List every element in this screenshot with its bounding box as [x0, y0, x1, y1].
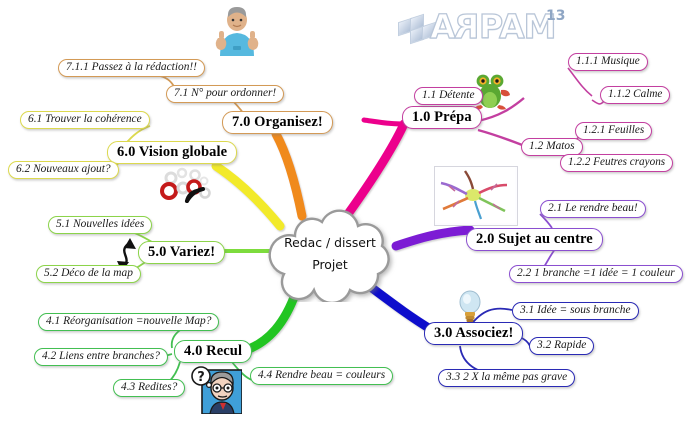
central-topic-cloud[interactable]: Redac / dissert Projet	[262, 206, 398, 302]
loop-arrow-5	[123, 243, 129, 267]
central-topic-line1: Redac / dissert	[284, 235, 376, 251]
branch-curve-2	[391, 225, 475, 251]
node-7-1-numero-pour-ordonner[interactable]: 7.1 N° pour ordonner!	[166, 85, 285, 103]
node-2-2-une-branche[interactable]: 2.2 1 branche =1 idée = 1 couleur	[509, 265, 683, 283]
node-4-0-recul[interactable]: 4.0 Recul	[174, 340, 253, 364]
logo-superscript-13: 13	[546, 8, 566, 24]
node-4-1-reorganisation[interactable]: 4.1 Réorganisation =nouvelle Map?	[38, 313, 220, 331]
node-4-3-redites[interactable]: 4.3 Redites?	[113, 379, 186, 397]
node-1-2-matos[interactable]: 1.2 Matos	[521, 138, 583, 156]
thinking-professor-image: ?	[190, 362, 243, 415]
node-2-0-sujet-au-centre[interactable]: 2.0 Sujet au centre	[466, 228, 603, 252]
colorful-mindmap-thumbnail-image	[434, 166, 518, 226]
node-5-2-deco-de-la-map[interactable]: 5.2 Déco de la map	[36, 265, 141, 283]
node-3-3-deux-fois-la-meme[interactable]: 3.3 2 X la même pas grave	[438, 369, 576, 387]
node-5-1-nouvelles-idees[interactable]: 5.1 Nouvelles idées	[48, 216, 153, 234]
node-1-2-1-feuilles[interactable]: 1.2.1 Feuilles	[575, 122, 653, 140]
node-1-1-1-musique[interactable]: 1.1.1 Musique	[568, 53, 648, 71]
node-4-2-liens-entre-branches[interactable]: 4.2 Liens entre branches?	[34, 348, 168, 366]
logo-letter-r-reversed: R	[454, 6, 480, 46]
arpam-logo: ARPAM 13	[394, 6, 594, 50]
node-3-1-idee-sous-branche[interactable]: 3.1 Idée = sous branche	[512, 302, 639, 320]
node-1-0-prepa[interactable]: 1.0 Prépa	[402, 106, 482, 130]
node-6-1-trouver-la-coherence[interactable]: 6.1 Trouver la cohérence	[20, 111, 150, 129]
node-3-2-rapide[interactable]: 3.2 Rapide	[529, 337, 595, 355]
node-7-1-1-passez-a-la-redaction[interactable]: 7.1.1 Passez à la rédaction!!	[58, 59, 205, 77]
svg-text:?: ?	[197, 370, 205, 385]
central-topic-line2: Projet	[312, 257, 348, 272]
node-1-2-2-feutres-crayons[interactable]: 1.2.2 Feutres crayons	[560, 154, 674, 172]
branch-curve-1-1-1	[567, 67, 593, 97]
node-5-0-variez[interactable]: 5.0 Variez!	[138, 241, 226, 265]
lightbulb-image	[457, 289, 483, 325]
node-4-4-rendre-beau-couleurs[interactable]: 4.4 Rendre beau = couleurs	[250, 367, 394, 385]
node-7-0-organisez[interactable]: 7.0 Organisez!	[222, 111, 333, 135]
branch-curve-1	[343, 119, 409, 219]
node-2-1-le-rendre-beau[interactable]: 2.1 Le rendre beau!	[540, 200, 646, 218]
logo-wordmark: ARPAM	[429, 6, 557, 46]
node-6-0-vision-globale[interactable]: 6.0 Vision globale	[107, 141, 238, 165]
branch-curve-1-2	[361, 117, 407, 127]
node-1-1-2-calme[interactable]: 1.1.2 Calme	[600, 86, 671, 104]
logo-letters-pam: PAM	[478, 6, 557, 46]
node-1-1-detente[interactable]: 1.1 Détente	[414, 87, 483, 105]
central-topic-text: Redac / dissert Projet	[262, 206, 398, 302]
branch-curve-7	[271, 129, 307, 221]
node-3-0-associez[interactable]: 3.0 Associez!	[424, 322, 524, 346]
node-6-2-nouveaux-ajout[interactable]: 6.2 Nouveaux ajout?	[8, 161, 119, 179]
logo-letter-a: A	[429, 6, 456, 46]
loop-arrow-head-up	[124, 238, 136, 249]
red-gears-image	[157, 165, 213, 203]
frog-relaxing-image	[468, 70, 512, 110]
thumbs-up-person-image	[206, 4, 268, 56]
